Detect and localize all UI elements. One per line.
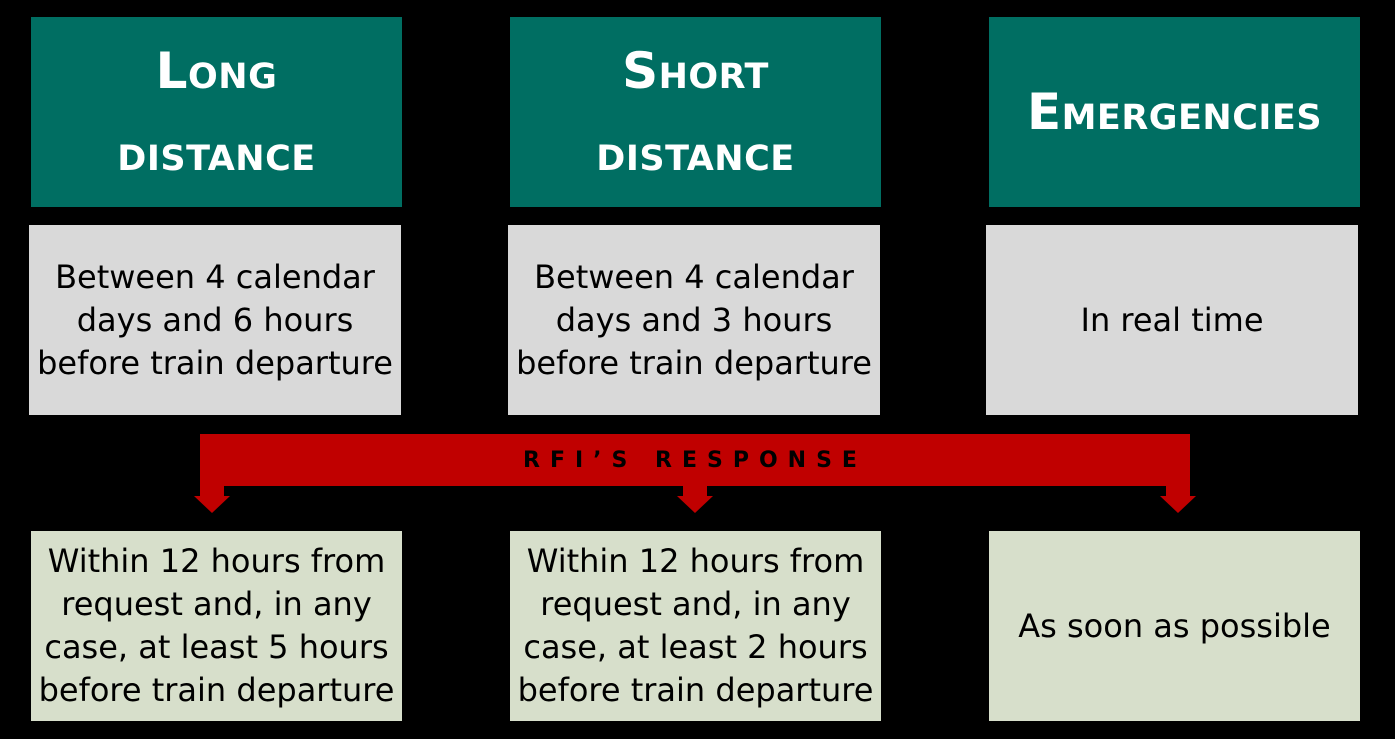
banner-shape — [194, 434, 1196, 513]
request-long-distance: Between 4 calendar days and 6 hours befo… — [29, 225, 401, 415]
request-emergencies-text: In real time — [1080, 300, 1264, 339]
header-short-distance-line2: distance — [596, 124, 795, 182]
response-emergencies: As soon as possible — [989, 531, 1360, 721]
request-short-distance: Between 4 calendar days and 3 hours befo… — [508, 225, 880, 415]
response-long-distance-text: Within 12 hours from request and, in any… — [38, 542, 395, 709]
response-short-distance-text: Within 12 hours from request and, in any… — [517, 542, 874, 709]
header-emergencies-line1: Emergencies — [1026, 83, 1323, 141]
header-long-distance-line2: distance — [117, 124, 316, 182]
header-long-distance-line1: Long — [155, 42, 278, 100]
request-short-distance-text: Between 4 calendar days and 3 hours befo… — [516, 257, 872, 382]
header-emergencies: Emergencies — [989, 17, 1360, 207]
response-emergencies-text: As soon as possible — [1018, 606, 1331, 645]
response-long-distance: Within 12 hours from request and, in any… — [31, 531, 402, 721]
banner-label: RFI’S RESPONSE — [523, 447, 867, 473]
header-short-distance: Short distance — [510, 17, 881, 207]
header-short-distance-line1: Short — [622, 42, 769, 100]
request-long-distance-text: Between 4 calendar days and 6 hours befo… — [37, 257, 393, 382]
request-emergencies: In real time — [986, 225, 1358, 415]
response-short-distance: Within 12 hours from request and, in any… — [510, 531, 881, 721]
header-long-distance: Long distance — [31, 17, 402, 207]
